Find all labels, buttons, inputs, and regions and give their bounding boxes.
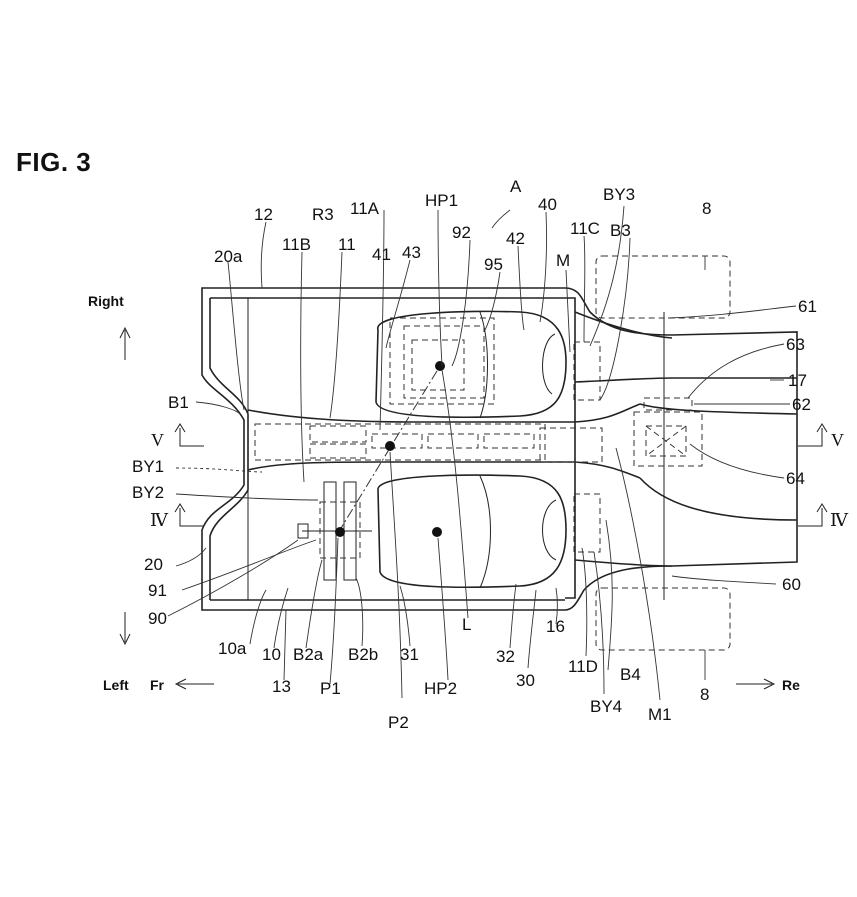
label-42: 42 bbox=[506, 229, 525, 248]
label-12: 12 bbox=[254, 205, 273, 224]
label-40: 40 bbox=[538, 195, 557, 214]
label-11c: 11C bbox=[570, 219, 600, 238]
label-left: Left bbox=[103, 677, 129, 693]
label-b3: B3 bbox=[610, 221, 631, 240]
label-by4: BY4 bbox=[590, 697, 622, 716]
label-p1: P1 bbox=[320, 679, 341, 698]
label-by3: BY3 bbox=[603, 185, 635, 204]
label-p2: P2 bbox=[388, 713, 409, 732]
label-43: 43 bbox=[402, 243, 421, 262]
label-rear: Re bbox=[782, 677, 800, 693]
hip-point-hp2 bbox=[432, 527, 442, 537]
hip-point-hp1 bbox=[435, 361, 445, 371]
label-20: 20 bbox=[144, 555, 163, 574]
label-10: 10 bbox=[262, 645, 281, 664]
section-v-left: V bbox=[151, 430, 164, 450]
right-seat bbox=[376, 311, 566, 418]
label-63: 63 bbox=[786, 335, 805, 354]
label-17: 17 bbox=[788, 371, 807, 390]
battery-modules bbox=[255, 424, 602, 462]
label-front: Fr bbox=[150, 677, 165, 693]
label-90: 90 bbox=[148, 609, 167, 628]
label-a: A bbox=[510, 177, 522, 196]
label-l: L bbox=[462, 615, 471, 634]
label-hp2: HP2 bbox=[424, 679, 457, 698]
left-rear-wheel bbox=[596, 588, 730, 650]
label-11b: 11B bbox=[282, 235, 311, 254]
label-92: 92 bbox=[452, 223, 471, 242]
label-b4: B4 bbox=[620, 665, 641, 684]
label-by2: BY2 bbox=[132, 483, 164, 502]
label-41: 41 bbox=[372, 245, 391, 264]
label-right: Right bbox=[88, 293, 124, 309]
label-m: M bbox=[556, 251, 570, 270]
label-10a: 10a bbox=[218, 639, 247, 658]
label-hp1: HP1 bbox=[425, 191, 458, 210]
label-62: 62 bbox=[792, 395, 811, 414]
section-iv-left: Ⅳ bbox=[150, 510, 169, 530]
point-p2 bbox=[385, 441, 395, 451]
label-95: 95 bbox=[484, 255, 503, 274]
label-r3: R3 bbox=[312, 205, 334, 224]
label-16: 16 bbox=[546, 617, 565, 636]
bracket-b4 bbox=[574, 494, 600, 552]
label-31: 31 bbox=[400, 645, 419, 664]
section-v-right: V bbox=[831, 430, 844, 450]
label-m1: M1 bbox=[648, 705, 672, 724]
figure-title: FIG. 3 bbox=[16, 147, 91, 178]
label-91: 91 bbox=[148, 581, 167, 600]
label-11: 11 bbox=[338, 235, 356, 254]
label-b1: B1 bbox=[168, 393, 189, 412]
label-61: 61 bbox=[798, 297, 817, 316]
leader-lines bbox=[168, 206, 796, 700]
label-11a: 11A bbox=[350, 199, 380, 218]
label-8-bottom: 8 bbox=[700, 685, 709, 704]
label-30: 30 bbox=[516, 671, 535, 690]
bracket-b3 bbox=[574, 342, 600, 400]
label-b2b: B2b bbox=[348, 645, 378, 664]
label-60: 60 bbox=[782, 575, 801, 594]
point-p1 bbox=[335, 527, 345, 537]
label-11d: 11D bbox=[568, 657, 598, 676]
label-13: 13 bbox=[272, 677, 291, 696]
vehicle-body bbox=[202, 288, 797, 610]
label-32: 32 bbox=[496, 647, 515, 666]
label-b2a: B2a bbox=[293, 645, 324, 664]
label-by1: BY1 bbox=[132, 457, 164, 476]
section-iv-right: Ⅳ bbox=[830, 510, 849, 530]
label-64: 64 bbox=[786, 469, 805, 488]
label-8-top: 8 bbox=[702, 199, 711, 218]
label-20a: 20a bbox=[214, 247, 243, 266]
